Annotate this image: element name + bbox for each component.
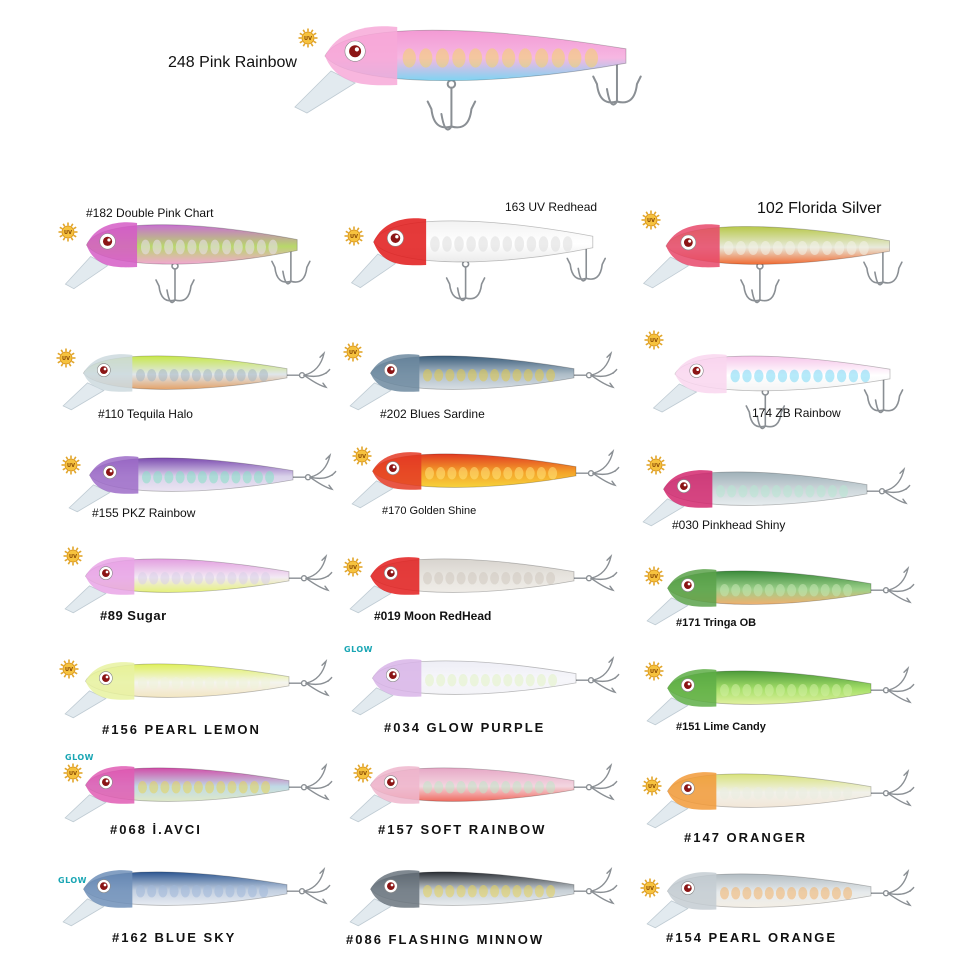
lure-label-202-blues-sardine: #202 Blues Sardine bbox=[380, 407, 485, 421]
lure-label-156-pearl-lemon: #156 PEARL LEMON bbox=[102, 722, 261, 737]
lure-label-162-blue-sky: #162 BLUE SKY bbox=[112, 930, 237, 945]
uv-sun-icon: UV bbox=[641, 210, 661, 230]
uv-sun-icon: UV bbox=[56, 348, 76, 368]
uv-sun-icon: UV bbox=[63, 546, 83, 566]
uv-sun-icon: UV bbox=[644, 566, 664, 586]
lure-image-086-flashing-minnow bbox=[343, 866, 618, 928]
lure-image-154-pearl-orange bbox=[640, 868, 915, 930]
lure-label-086-flashing-minnow: #086 FLASHING MINNOW bbox=[346, 932, 545, 947]
svg-text:UV: UV bbox=[646, 886, 654, 892]
uv-sun-icon: UV bbox=[343, 342, 363, 362]
uv-sun-icon: UV bbox=[59, 659, 79, 679]
lure-image-89-sugar bbox=[58, 553, 333, 615]
glow-badge: GLOW bbox=[65, 753, 95, 762]
lure-label-89-sugar: #89 Sugar bbox=[100, 608, 167, 623]
uv-sun-icon: UV bbox=[344, 226, 364, 246]
svg-text:UV: UV bbox=[65, 667, 73, 673]
lure-image-248-pink-rainbow bbox=[290, 22, 642, 187]
lure-image-171-tringa-ob bbox=[640, 565, 915, 627]
svg-text:UV: UV bbox=[350, 234, 358, 240]
lure-image-163-uv-redhead bbox=[348, 214, 607, 334]
lure-image-068-i-avci bbox=[58, 762, 333, 824]
uv-sun-icon: UV bbox=[642, 776, 662, 796]
lure-label-157-soft-rainbow: #157 SOFT RAINBOW bbox=[378, 822, 547, 837]
svg-text:UV: UV bbox=[652, 463, 660, 469]
lure-image-156-pearl-lemon bbox=[58, 658, 333, 720]
svg-text:UV: UV bbox=[69, 771, 77, 777]
lure-image-030-pinkhead-shiny bbox=[636, 466, 911, 528]
lure-label-248-pink-rainbow: 248 Pink Rainbow bbox=[168, 54, 297, 71]
lure-label-151-lime-candy: #151 Lime Candy bbox=[676, 721, 766, 733]
uv-sun-icon: UV bbox=[640, 878, 660, 898]
svg-text:UV: UV bbox=[64, 230, 72, 236]
svg-text:UV: UV bbox=[359, 771, 367, 777]
lure-image-182-double-pink-chart bbox=[62, 218, 311, 333]
lure-image-034-glow-purple bbox=[345, 655, 620, 717]
lure-image-151-lime-candy bbox=[640, 665, 915, 727]
svg-text:UV: UV bbox=[349, 565, 357, 571]
lure-label-155-pkz-rainbow: #155 PKZ Rainbow bbox=[92, 506, 196, 520]
svg-text:UV: UV bbox=[650, 669, 658, 675]
lure-label-163-uv-redhead: 163 UV Redhead bbox=[505, 200, 598, 214]
svg-text:UV: UV bbox=[650, 574, 658, 580]
svg-text:UV: UV bbox=[69, 554, 77, 560]
lure-image-147-oranger bbox=[640, 768, 915, 830]
svg-text:UV: UV bbox=[304, 36, 312, 42]
svg-text:UV: UV bbox=[648, 784, 656, 790]
lure-image-019-moon-redhead bbox=[343, 553, 618, 615]
lure-label-171-tringa-ob: #171 Tringa OB bbox=[676, 617, 757, 629]
lure-label-154-pearl-orange: #154 PEARL ORANGE bbox=[666, 930, 838, 945]
glow-badge: GLOW bbox=[58, 876, 88, 885]
lure-label-147-oranger: #147 ORANGER bbox=[684, 830, 807, 845]
svg-text:UV: UV bbox=[650, 338, 658, 344]
lure-image-174-zb-rainbow bbox=[650, 350, 904, 450]
lure-label-068-i-avci: #068 İ.AVCI bbox=[110, 822, 202, 837]
lure-label-030-pinkhead-shiny: #030 Pinkhead Shiny bbox=[672, 518, 786, 532]
lure-image-202-blues-sardine bbox=[343, 350, 618, 412]
uv-sun-icon: UV bbox=[644, 330, 664, 350]
lure-label-174-zb-rainbow: 174 ZB Rainbow bbox=[752, 406, 841, 420]
lure-label-034-glow-purple: #034 GLOW PURPLE bbox=[384, 720, 546, 735]
uv-sun-icon: UV bbox=[58, 222, 78, 242]
lure-image-162-blue-sky bbox=[56, 866, 331, 928]
svg-text:UV: UV bbox=[62, 356, 70, 362]
lure-image-102-florida-silver bbox=[640, 220, 903, 330]
svg-text:UV: UV bbox=[647, 218, 655, 224]
lure-label-019-moon-redhead: #019 Moon RedHead bbox=[374, 609, 492, 623]
uv-sun-icon: UV bbox=[343, 557, 363, 577]
uv-sun-icon: UV bbox=[298, 28, 318, 48]
lure-label-182-double-pink-chart: #182 Double Pink Chart bbox=[86, 206, 214, 220]
lure-label-170-golden-shine: #170 Golden Shine bbox=[382, 505, 477, 517]
lure-image-157-soft-rainbow bbox=[343, 762, 618, 824]
uv-sun-icon: UV bbox=[63, 763, 83, 783]
lure-image-110-tequila-halo bbox=[56, 350, 331, 412]
lure-image-155-pkz-rainbow bbox=[62, 452, 337, 514]
svg-text:UV: UV bbox=[349, 350, 357, 356]
svg-text:UV: UV bbox=[67, 463, 75, 469]
uv-sun-icon: UV bbox=[352, 446, 372, 466]
uv-sun-icon: UV bbox=[646, 455, 666, 475]
uv-sun-icon: UV bbox=[353, 763, 373, 783]
svg-text:UV: UV bbox=[358, 454, 366, 460]
uv-sun-icon: UV bbox=[61, 455, 81, 475]
glow-badge: GLOW bbox=[344, 645, 374, 654]
lure-label-110-tequila-halo: #110 Tequila Halo bbox=[98, 407, 193, 421]
uv-sun-icon: UV bbox=[644, 661, 664, 681]
lure-image-170-golden-shine bbox=[345, 448, 620, 510]
lure-label-102-florida-silver: 102 Florida Silver bbox=[757, 200, 882, 217]
